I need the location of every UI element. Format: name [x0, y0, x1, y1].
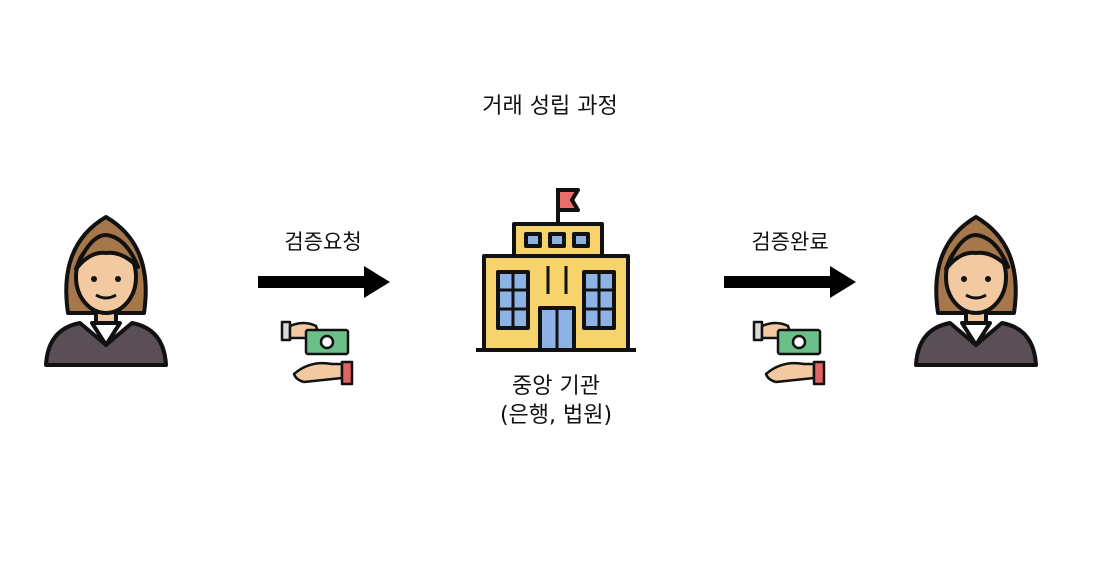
- verify-request-label: 검증요청: [284, 230, 362, 254]
- person-left-icon: [44, 215, 168, 367]
- diagram-title: 거래 성립 과정: [482, 94, 618, 119]
- money-exchange-icon: [752, 320, 826, 386]
- arrow-right-icon: [258, 266, 390, 298]
- verify-complete-label: 검증완료: [751, 230, 829, 254]
- central-institution-name: 중앙 기관: [512, 374, 600, 399]
- money-exchange-icon: [280, 320, 354, 386]
- person-right-icon: [914, 215, 1038, 367]
- central-institution-examples: (은행, 법원): [499, 403, 613, 428]
- arrow-right-icon: [724, 266, 856, 298]
- central-institution-label: 중앙 기관 (은행, 법원): [450, 372, 662, 430]
- building-icon: [476, 188, 636, 352]
